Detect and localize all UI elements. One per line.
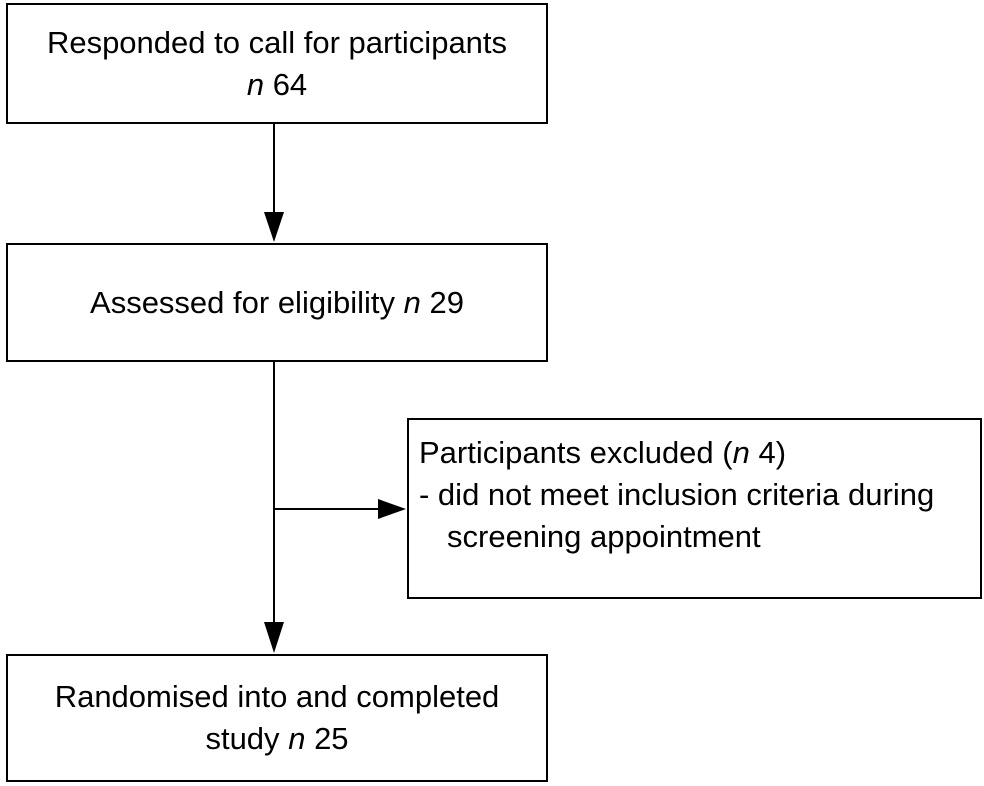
- assessed-label: Assessed for eligibility: [90, 284, 395, 320]
- randomised-n-prefix: n: [288, 721, 306, 756]
- assessed-n-value: 29: [429, 284, 464, 320]
- assessed-n-prefix: n: [403, 284, 421, 320]
- responded-n-prefix: n: [246, 66, 265, 102]
- excluded-label: Participants excluded (: [419, 435, 733, 470]
- box-excluded: Participants excluded (n 4) - did not me…: [407, 418, 982, 599]
- responded-label: Responded to call for participants: [46, 24, 508, 60]
- responded-n-value: 64: [272, 66, 308, 102]
- box-assessed: Assessed for eligibility n 29: [6, 243, 548, 362]
- responded-count: n 64: [247, 64, 307, 106]
- randomised-label-line2: study: [205, 721, 280, 756]
- assessed-text: Assessed for eligibility n 29: [90, 282, 464, 324]
- box-responded: Responded to call for participants n 64: [6, 3, 548, 124]
- excluded-reason-line2: screening appointment: [447, 519, 761, 554]
- arrowhead-to-assessed: [264, 212, 284, 242]
- randomised-label-line2-wrap: study n 25: [205, 718, 348, 760]
- excluded-title: Participants excluded (n 4): [419, 432, 980, 474]
- box-randomised: Randomised into and completed study n 25: [6, 654, 548, 782]
- randomised-n-value: 25: [314, 721, 349, 756]
- randomised-label-line1: Randomised into and completed: [54, 679, 500, 714]
- excluded-n-prefix: n: [732, 435, 750, 470]
- arrowhead-to-randomised: [264, 622, 284, 653]
- excluded-reason-line1: - did not meet inclusion criteria during: [419, 477, 935, 512]
- excluded-n-value: 4): [758, 435, 787, 470]
- arrowhead-to-excluded: [378, 499, 406, 519]
